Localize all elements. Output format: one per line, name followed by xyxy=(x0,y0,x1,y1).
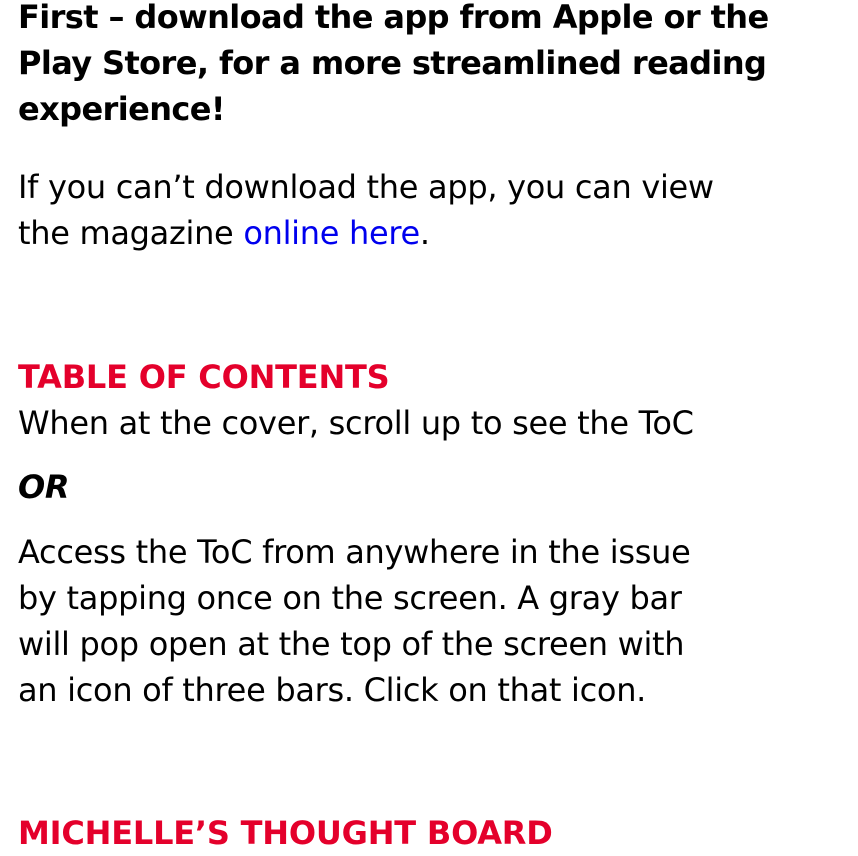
intro-line: experience! xyxy=(18,90,225,128)
intro-line: Play Store, for a more streamlined readi… xyxy=(18,44,767,82)
online-here-link[interactable]: online here xyxy=(243,214,420,252)
access-line: Access the ToC from anywhere in the issu… xyxy=(18,533,691,571)
fallback-prefix: the magazine xyxy=(18,214,244,252)
toc-heading: TABLE OF CONTENTS xyxy=(18,358,390,396)
fallback-line-2: the magazine online here. xyxy=(18,210,714,256)
or-text: OR xyxy=(18,468,70,506)
access-paragraph: Access the ToC from anywhere in the issu… xyxy=(18,529,691,713)
access-line: will pop open at the top of the screen w… xyxy=(18,625,685,663)
michelle-heading: MICHELLE’S THOUGHT BOARD xyxy=(18,814,553,852)
toc-section: TABLE OF CONTENTS When at the cover, scr… xyxy=(18,354,694,446)
intro-line: First – download the app from Apple or t… xyxy=(18,0,769,36)
toc-line: When at the cover, scroll up to see the … xyxy=(18,404,694,442)
access-line: an icon of three bars. Click on that ico… xyxy=(18,671,647,709)
or-text-wrap: OR xyxy=(18,464,70,510)
fallback-line: If you can’t download the app, you can v… xyxy=(18,168,714,206)
fallback-paragraph: If you can’t download the app, you can v… xyxy=(18,164,714,256)
michelle-section: MICHELLE’S THOUGHT BOARD xyxy=(18,810,553,856)
intro-paragraph: First – download the app from Apple or t… xyxy=(18,0,769,132)
fallback-suffix: . xyxy=(419,214,430,252)
access-line: by tapping once on the screen. A gray ba… xyxy=(18,579,682,617)
